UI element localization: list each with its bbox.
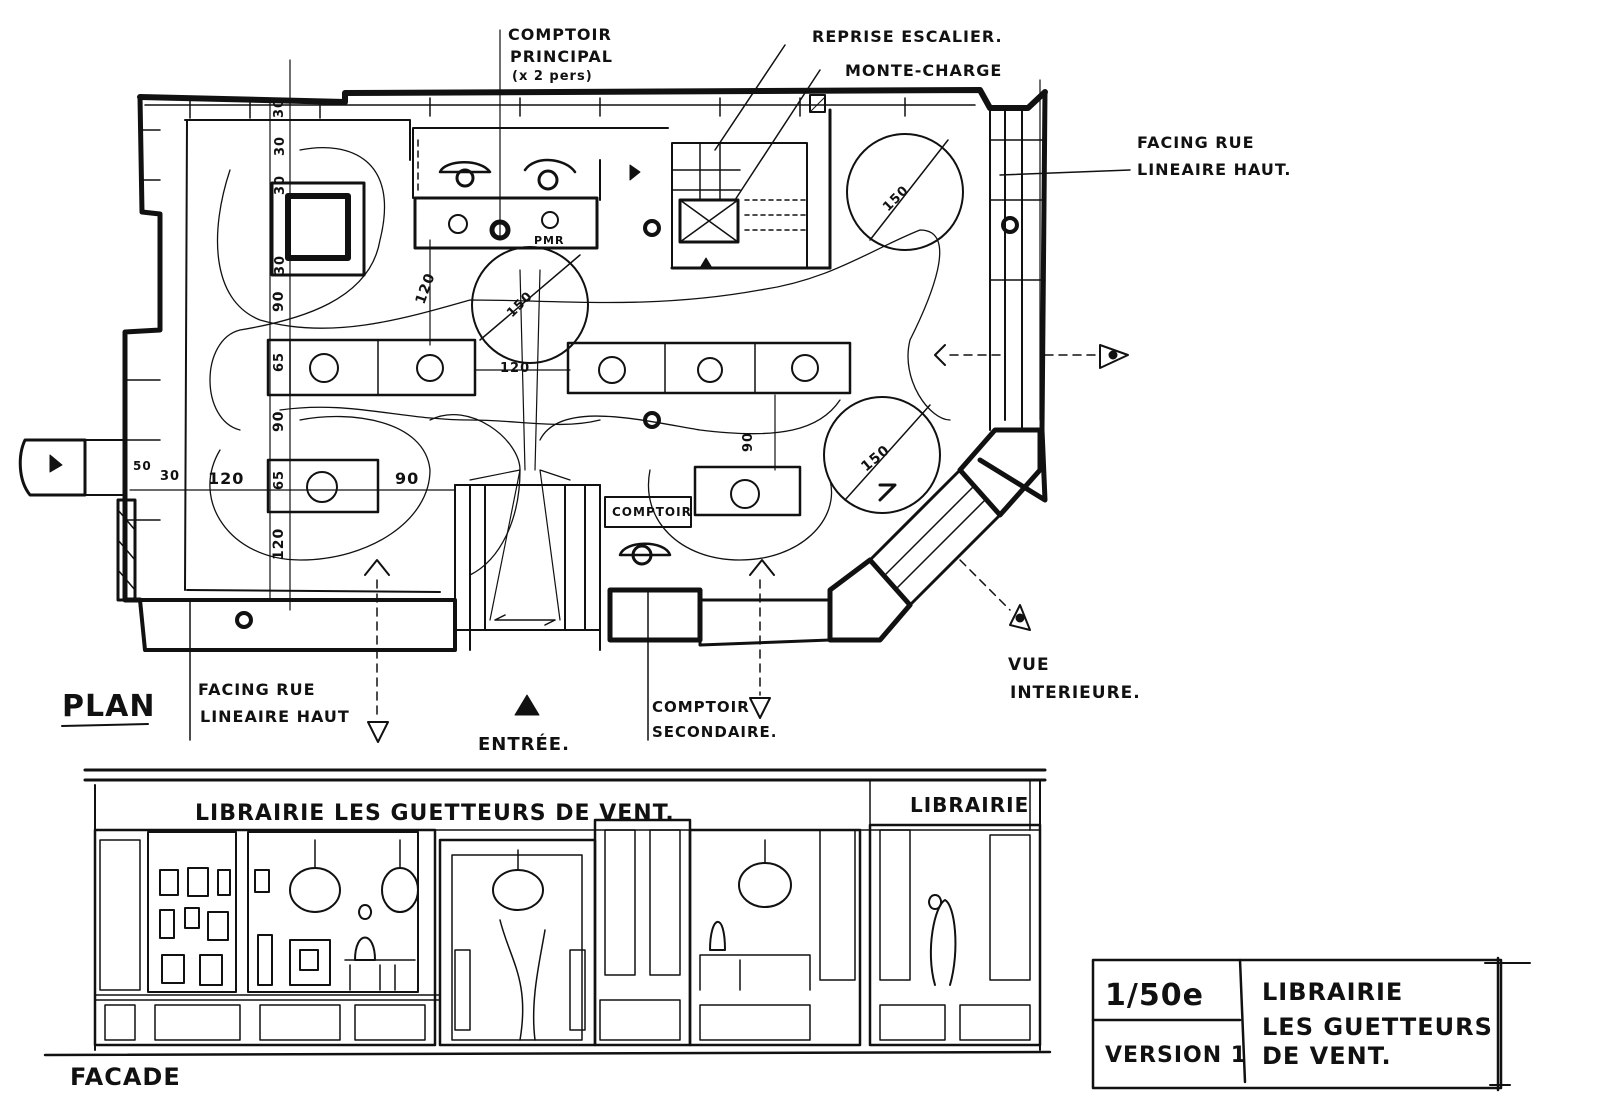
title-block-name-1: LIBRAIRIE bbox=[1262, 978, 1403, 1006]
label-pmr: PMR bbox=[534, 234, 564, 247]
label-reprise-escalier: REPRISE ESCALIER. bbox=[812, 27, 1003, 46]
side-door bbox=[18, 438, 137, 602]
label-facing-rue-right-2: LINEAIRE HAUT. bbox=[1137, 160, 1291, 179]
plan-title: PLAN bbox=[62, 689, 155, 724]
flow-lines bbox=[209, 146, 951, 621]
dim-65-left2: 65 bbox=[272, 470, 287, 490]
dim-30-b: 30 bbox=[273, 136, 288, 156]
facade-drawing bbox=[43, 768, 1052, 1057]
title-block-name-2: LES GUETTEURS bbox=[1262, 1013, 1493, 1041]
label-facing-rue-left-1: FACING RUE bbox=[198, 680, 316, 699]
facade-signage-side: LIBRAIRIE bbox=[910, 793, 1029, 817]
label-vue-interieure-2: INTERIEURE. bbox=[1010, 683, 1141, 703]
dim-90-left: 90 bbox=[271, 291, 287, 312]
label-comptoir-secondaire-1: COMPTOIR bbox=[652, 698, 750, 716]
dim-30-d: 30 bbox=[273, 255, 288, 275]
label-vue-interieure-1: VUE bbox=[1008, 655, 1050, 675]
dim-150-right-top: 150 bbox=[880, 183, 912, 215]
secondary-counter bbox=[604, 496, 692, 741]
title-block-scale: 1/50e bbox=[1105, 978, 1204, 1013]
plan-annotations: COMPTOIR PRINCIPAL (x 2 pers) REPRISE ES… bbox=[62, 25, 1291, 755]
label-comptoir-principal-3: (x 2 pers) bbox=[512, 69, 593, 84]
label-comptoir-principal-1: COMPTOIR bbox=[508, 25, 612, 44]
dim-120-mid: 120 bbox=[500, 361, 530, 376]
plan-title-underline bbox=[61, 723, 149, 727]
dim-150-top: 150 bbox=[504, 289, 536, 321]
dim-30-e: 30 bbox=[160, 469, 180, 484]
dim-150-right: 150 bbox=[858, 442, 893, 475]
stair-block bbox=[670, 44, 832, 270]
view-markers bbox=[189, 169, 1131, 743]
dim-50: 50 bbox=[133, 459, 152, 473]
dim-120-bottom: 120 bbox=[208, 469, 244, 488]
title-block bbox=[1091, 956, 1531, 1092]
label-monte-charge: MONTE-CHARGE bbox=[845, 61, 1002, 80]
dim-90-right: 90 bbox=[741, 432, 756, 452]
dim-90-bottom: 90 bbox=[395, 469, 419, 488]
label-comptoir-secondaire-2: SECONDAIRE. bbox=[652, 723, 778, 741]
label-facing-rue-left-2: LINEAIRE HAUT bbox=[200, 707, 350, 726]
label-comptoir-principal-2: PRINCIPAL bbox=[510, 47, 613, 66]
title-block-text: 1/50e VERSION 1 LIBRAIRIE LES GUETTEURS … bbox=[1105, 978, 1493, 1070]
main-counter bbox=[412, 127, 669, 250]
facade-annotations: LIBRAIRIE LES GUETTEURS DE VENT. LIBRAIR… bbox=[70, 793, 1029, 1091]
dim-90-left2: 90 bbox=[271, 411, 287, 432]
shelving bbox=[235, 216, 1019, 629]
facade-signage-main: LIBRAIRIE LES GUETTEURS DE VENT. bbox=[195, 801, 675, 826]
dim-120-left: 120 bbox=[413, 271, 439, 307]
title-block-version: VERSION 1 bbox=[1105, 1043, 1247, 1068]
turning-circles bbox=[471, 133, 964, 514]
column-pillar bbox=[270, 181, 366, 277]
entrance bbox=[454, 484, 601, 716]
label-comptoir: COMPTOIR bbox=[612, 505, 692, 519]
plan-dimensions: 30 30 30 30 90 65 90 65 120 120 150 150 … bbox=[133, 98, 912, 560]
dim-30-top: 30 bbox=[272, 98, 287, 118]
label-facing-rue-right-1: FACING RUE bbox=[1137, 133, 1255, 152]
dimension-lines bbox=[129, 29, 1041, 611]
facade-title: FACADE bbox=[70, 1063, 181, 1091]
corner-walls bbox=[607, 427, 1043, 647]
title-block-name-3: DE VENT. bbox=[1262, 1042, 1392, 1070]
dim-120-vertical: 120 bbox=[271, 528, 287, 560]
dim-30-c: 30 bbox=[273, 175, 288, 195]
label-entree: ENTRÉE. bbox=[478, 733, 570, 755]
plan-walls bbox=[122, 87, 1048, 652]
dim-65-left: 65 bbox=[272, 352, 287, 372]
